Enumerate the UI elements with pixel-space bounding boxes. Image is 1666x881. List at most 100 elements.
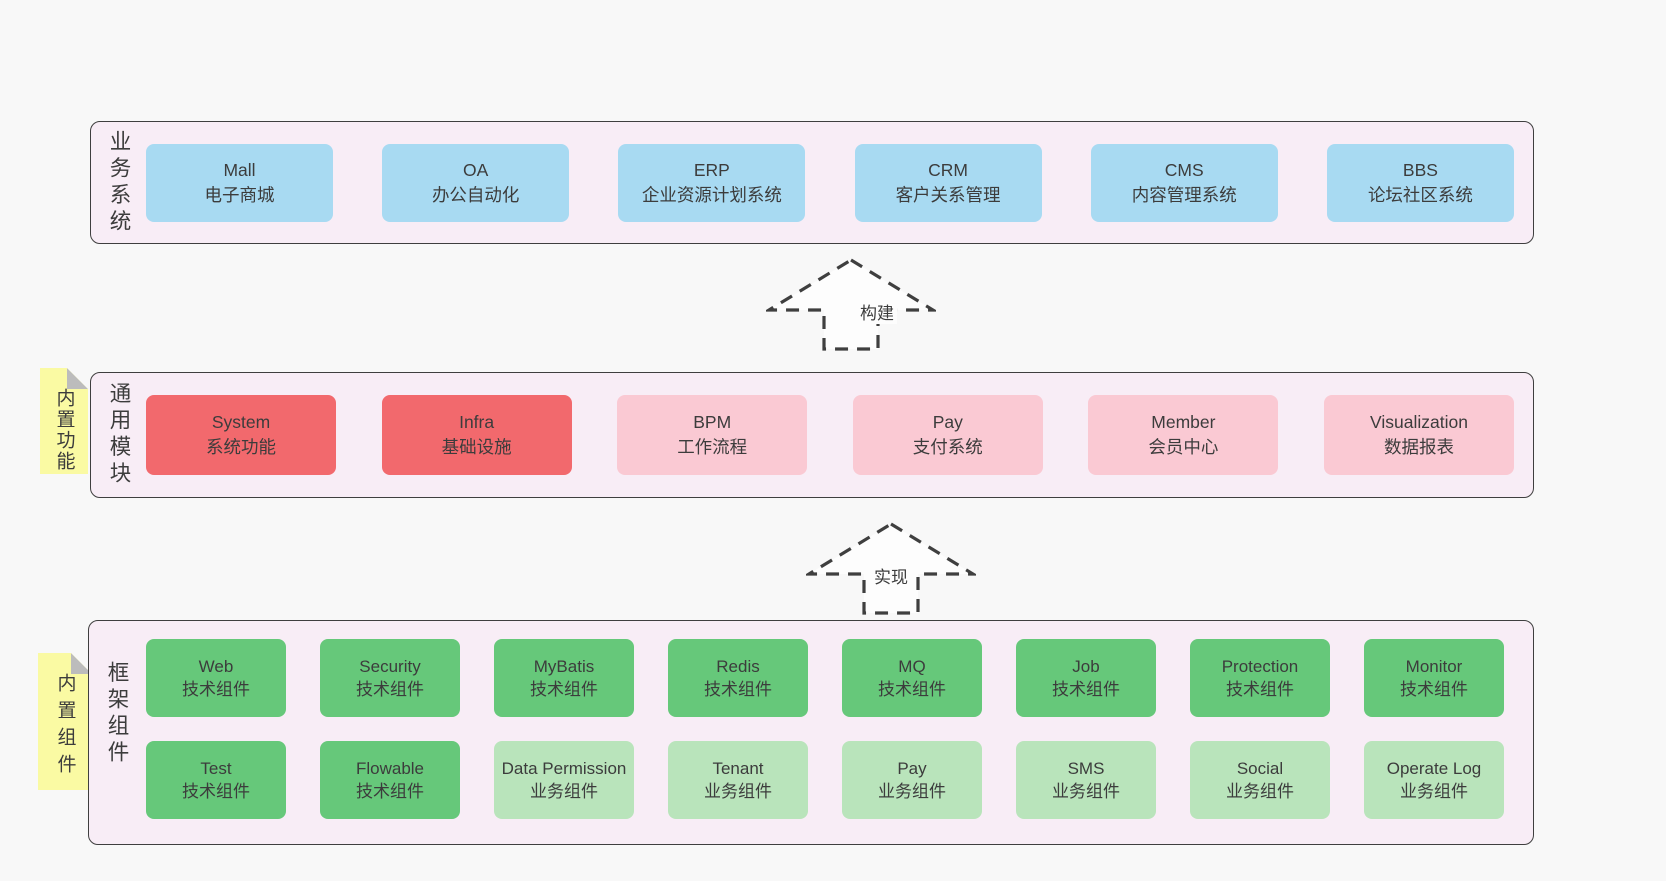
section-label: 通用模块 — [107, 382, 131, 488]
box-name: Security — [359, 657, 421, 676]
box-desc: 技术组件 — [182, 680, 250, 699]
box-security: Security 技术组件 — [320, 639, 460, 717]
section-boxes: Mall 电子商城 OA 办公自动化 ERP 企业资源计划系统 CRM 客户关系管理 CMS 内容… — [91, 122, 1533, 243]
box-desc: 办公自动化 — [431, 184, 520, 205]
box-oa: OA 办公自动化 — [382, 143, 570, 222]
section-label: 业务系统 — [107, 129, 131, 236]
box-name: MQ — [898, 657, 926, 676]
box-desc: 技术组件 — [878, 680, 946, 699]
box-desc: 内容管理系统 — [1131, 184, 1237, 205]
box-name: Infra — [459, 412, 495, 432]
box-name: CRM — [928, 159, 968, 180]
box-pay: Pay 支付系统 — [852, 395, 1043, 475]
box-web: Web 技术组件 — [146, 639, 286, 717]
arrow-label: 构建 — [857, 299, 897, 324]
box-desc: 业务组件 — [878, 782, 946, 801]
box-name: ERP — [693, 159, 730, 180]
section-label: 框架组件 — [105, 661, 129, 767]
box-desc: 技术组件 — [182, 782, 250, 801]
box-name: Tenant — [712, 759, 764, 778]
box-operate-log: Operate Log 业务组件 — [1364, 741, 1504, 819]
box-name: Pay — [897, 759, 927, 778]
box-desc: 技术组件 — [704, 680, 772, 699]
box-mybatis: MyBatis 技术组件 — [494, 639, 634, 717]
section-business-systems: 业务系统 Mall 电子商城 OA 办公自动化 ERP 企业资源计划系统 CRM 客户关系管理… — [90, 121, 1534, 244]
box-desc: 业务组件 — [704, 782, 772, 801]
box-desc: 技术组件 — [356, 782, 424, 801]
box-desc: 系统功能 — [206, 437, 276, 457]
sticky-note-label: 内置功能 — [53, 388, 75, 472]
sticky-note-label: 内置组件 — [54, 673, 76, 781]
box-desc: 业务组件 — [1400, 782, 1468, 801]
box-name: Flowable — [355, 759, 425, 778]
box-desc: 电子商城 — [204, 184, 275, 205]
box-name: Visualization — [1370, 412, 1468, 432]
box-desc: 业务组件 — [1052, 782, 1120, 801]
arrow-label: 实现 — [871, 563, 911, 588]
box-cms: CMS 内容管理系统 — [1090, 143, 1278, 222]
dashed-up-arrow-icon — [766, 258, 936, 351]
box-name: Operate Log — [1386, 759, 1482, 778]
box-mq: MQ 技术组件 — [842, 639, 982, 717]
box-desc: 论坛社区系统 — [1367, 184, 1473, 205]
box-name: System — [211, 412, 271, 432]
arrow-implement: 实现 — [806, 521, 976, 616]
box-tenant: Tenant 业务组件 — [668, 741, 808, 819]
box-desc: 数据报表 — [1383, 437, 1454, 457]
box-name: Redis — [716, 657, 760, 676]
box-name: Social — [1236, 759, 1284, 778]
box-desc: 技术组件 — [356, 680, 424, 699]
box-test: Test 技术组件 — [146, 741, 286, 819]
box-system: System 系统功能 — [146, 395, 336, 475]
box-bbs: BBS 论坛社区系统 — [1326, 143, 1514, 222]
folded-corner-icon — [67, 368, 88, 389]
box-desc: 技术组件 — [1400, 680, 1468, 699]
box-name: MyBatis — [533, 657, 595, 676]
box-desc: 工作流程 — [677, 437, 748, 457]
sticky-note-builtin-components: 内置组件 — [38, 653, 92, 790]
box-name: Member — [1151, 412, 1216, 432]
box-name: Test — [200, 759, 232, 778]
box-desc: 基础设施 — [441, 437, 512, 457]
box-row: Mall 电子商城 OA 办公自动化 ERP 企业资源计划系统 CRM 客户关系管理 CMS 内容… — [146, 143, 1514, 222]
box-desc: 技术组件 — [530, 680, 598, 699]
box-mall: Mall 电子商城 — [146, 143, 333, 222]
box-name: Mall — [223, 159, 256, 180]
box-social: Social 业务组件 — [1190, 741, 1330, 819]
sticky-note-builtin-features: 内置功能 — [40, 368, 88, 474]
box-desc: 企业资源计划系统 — [641, 184, 782, 205]
box-pay: Pay 业务组件 — [842, 741, 982, 819]
box-name: Protection — [1221, 657, 1299, 676]
box-name: Web — [198, 657, 234, 676]
box-desc: 支付系统 — [912, 437, 983, 457]
arrow-build: 构建 — [766, 257, 936, 352]
box-desc: 技术组件 — [1052, 680, 1120, 699]
box-name: OA — [463, 159, 489, 180]
box-desc: 客户关系管理 — [895, 184, 1001, 205]
box-name: CMS — [1164, 159, 1204, 180]
box-desc: 业务组件 — [1226, 782, 1294, 801]
box-desc: 会员中心 — [1148, 437, 1219, 457]
box-desc: 业务组件 — [530, 782, 598, 801]
box-redis: Redis 技术组件 — [668, 639, 808, 717]
box-name: BBS — [1402, 159, 1438, 180]
box-name: Pay — [932, 412, 963, 432]
box-visualization: Visualization 数据报表 — [1323, 395, 1514, 475]
box-crm: CRM 客户关系管理 — [854, 143, 1042, 222]
box-erp: ERP 企业资源计划系统 — [618, 143, 806, 222]
box-member: Member 会员中心 — [1088, 395, 1279, 475]
